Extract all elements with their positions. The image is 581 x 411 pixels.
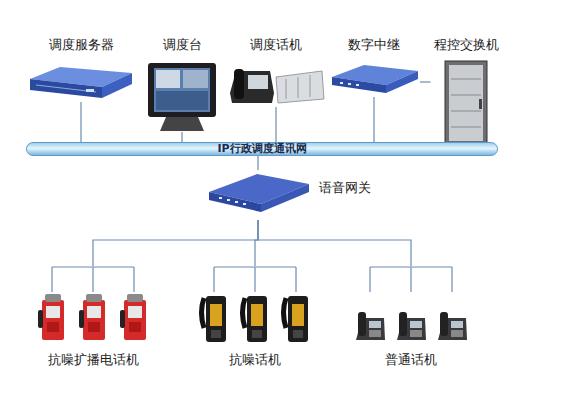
network-label: IP行政调度通讯网 — [27, 143, 497, 155]
device-label: 抗噪扩播电话机 — [30, 352, 156, 368]
device-illustration — [146, 61, 218, 132]
phone-group: 抗噪话机 — [192, 266, 318, 374]
server-device: 调度服务器 — [26, 37, 136, 102]
trunk-device: 数字中继 — [328, 37, 420, 97]
device-illustration — [328, 61, 420, 97]
device-label: 语音网关 — [319, 180, 371, 196]
network-link — [373, 97, 374, 142]
console-device: 调度台 — [146, 37, 218, 132]
phone-device: 调度话机 — [226, 37, 326, 107]
network-pipe: IP行政调度通讯网 — [26, 142, 498, 156]
network-link — [181, 132, 182, 142]
device-illustration — [431, 59, 501, 147]
device-illustration — [205, 170, 311, 218]
network-link — [258, 220, 411, 266]
phone-group: 抗噪扩播电话机 — [30, 266, 156, 374]
device-label: 调度服务器 — [26, 37, 136, 53]
device-illustration — [26, 61, 136, 103]
network-link — [257, 156, 258, 170]
device-label: 数字中继 — [328, 37, 420, 53]
device-label: 调度话机 — [226, 37, 326, 53]
network-link — [275, 107, 276, 142]
device-label: 程控交换机 — [431, 37, 502, 53]
network-link — [80, 102, 81, 142]
device-illustration — [192, 266, 318, 350]
device-label: 抗噪话机 — [192, 352, 318, 368]
device-illustration — [30, 266, 156, 350]
switch-cabinet: 程控交换机 — [431, 37, 502, 147]
gateway-device: 语音网关 — [205, 170, 380, 220]
device-label: 普通话机 — [348, 352, 474, 368]
device-illustration — [226, 63, 326, 107]
network-link — [93, 220, 258, 266]
device-label: 调度台 — [146, 37, 218, 53]
phone-group: 普通话机 — [348, 266, 474, 374]
network-link — [420, 81, 431, 82]
device-illustration — [348, 266, 474, 350]
